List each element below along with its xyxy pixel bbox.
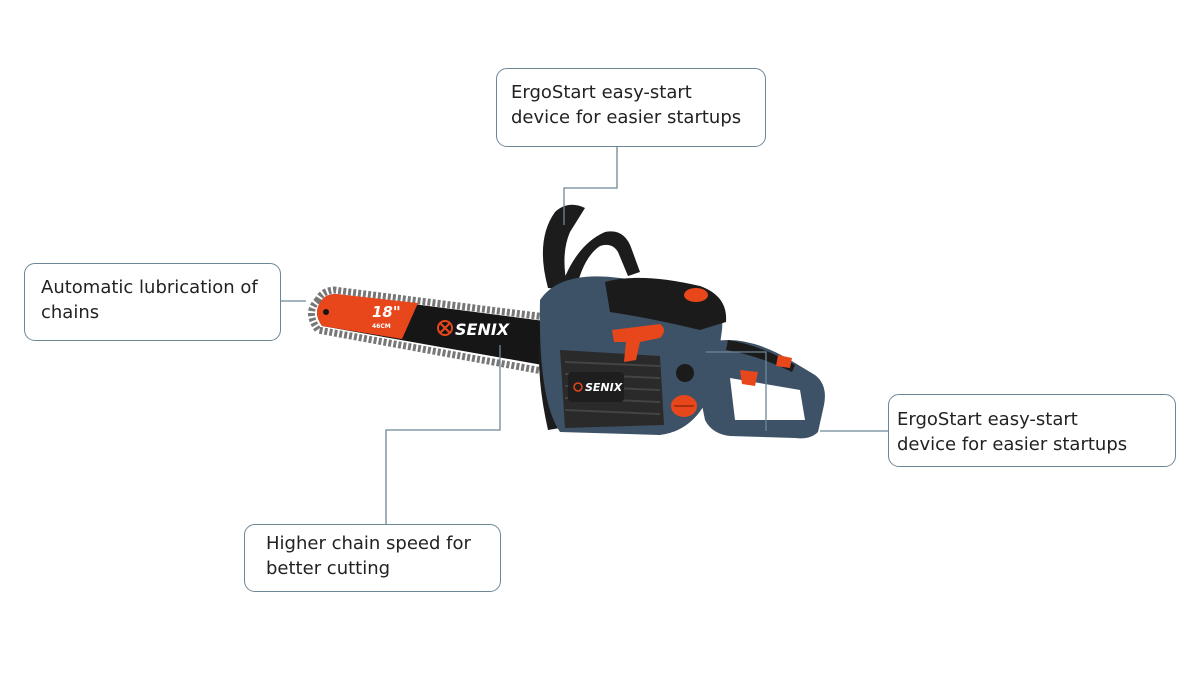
side-logo-icon bbox=[573, 382, 583, 392]
bar-orange-tip bbox=[317, 294, 418, 339]
callout-chain-speed-text: Higher chain speed for better cutting bbox=[266, 533, 471, 579]
bar-brand-label: SENIX bbox=[455, 320, 510, 339]
fuel-cap-icon bbox=[684, 288, 708, 302]
guide-bar: 18" 46CM SENIX bbox=[317, 294, 552, 366]
throttle-trigger-icon bbox=[740, 370, 758, 386]
saw-chain bbox=[308, 286, 557, 377]
leader-line-top bbox=[563, 147, 618, 225]
callout-ergostart-top: ErgoStart easy-start device for easier s… bbox=[496, 68, 766, 147]
bar-size-label: 18" bbox=[372, 303, 401, 321]
bar-size-metric: 46CM bbox=[372, 323, 391, 330]
callout-ergostart-right-text: ErgoStart easy-start device for easier s… bbox=[897, 409, 1128, 455]
callout-ergostart-right: ErgoStart easy-start device for easier s… bbox=[888, 394, 1176, 467]
rear-handle bbox=[700, 340, 825, 439]
callout-ergostart-top-text: ErgoStart easy-start device for easier s… bbox=[511, 82, 742, 128]
callout-chain-speed: Higher chain speed for better cutting bbox=[244, 524, 501, 592]
leader-line-right-inner bbox=[706, 351, 767, 431]
leader-lines bbox=[281, 147, 888, 524]
side-brand-label: SENIX bbox=[585, 381, 623, 394]
engine-body: SENIX bbox=[539, 276, 727, 435]
callout-lubrication-text: Automatic lubrication of chains bbox=[41, 277, 258, 323]
callout-lubrication: Automatic lubrication of chains bbox=[24, 263, 281, 341]
leader-line-bottom bbox=[385, 345, 501, 524]
starter-handle-icon bbox=[612, 324, 664, 362]
senix-logo-icon bbox=[437, 320, 453, 336]
side-label-plate bbox=[568, 372, 624, 402]
